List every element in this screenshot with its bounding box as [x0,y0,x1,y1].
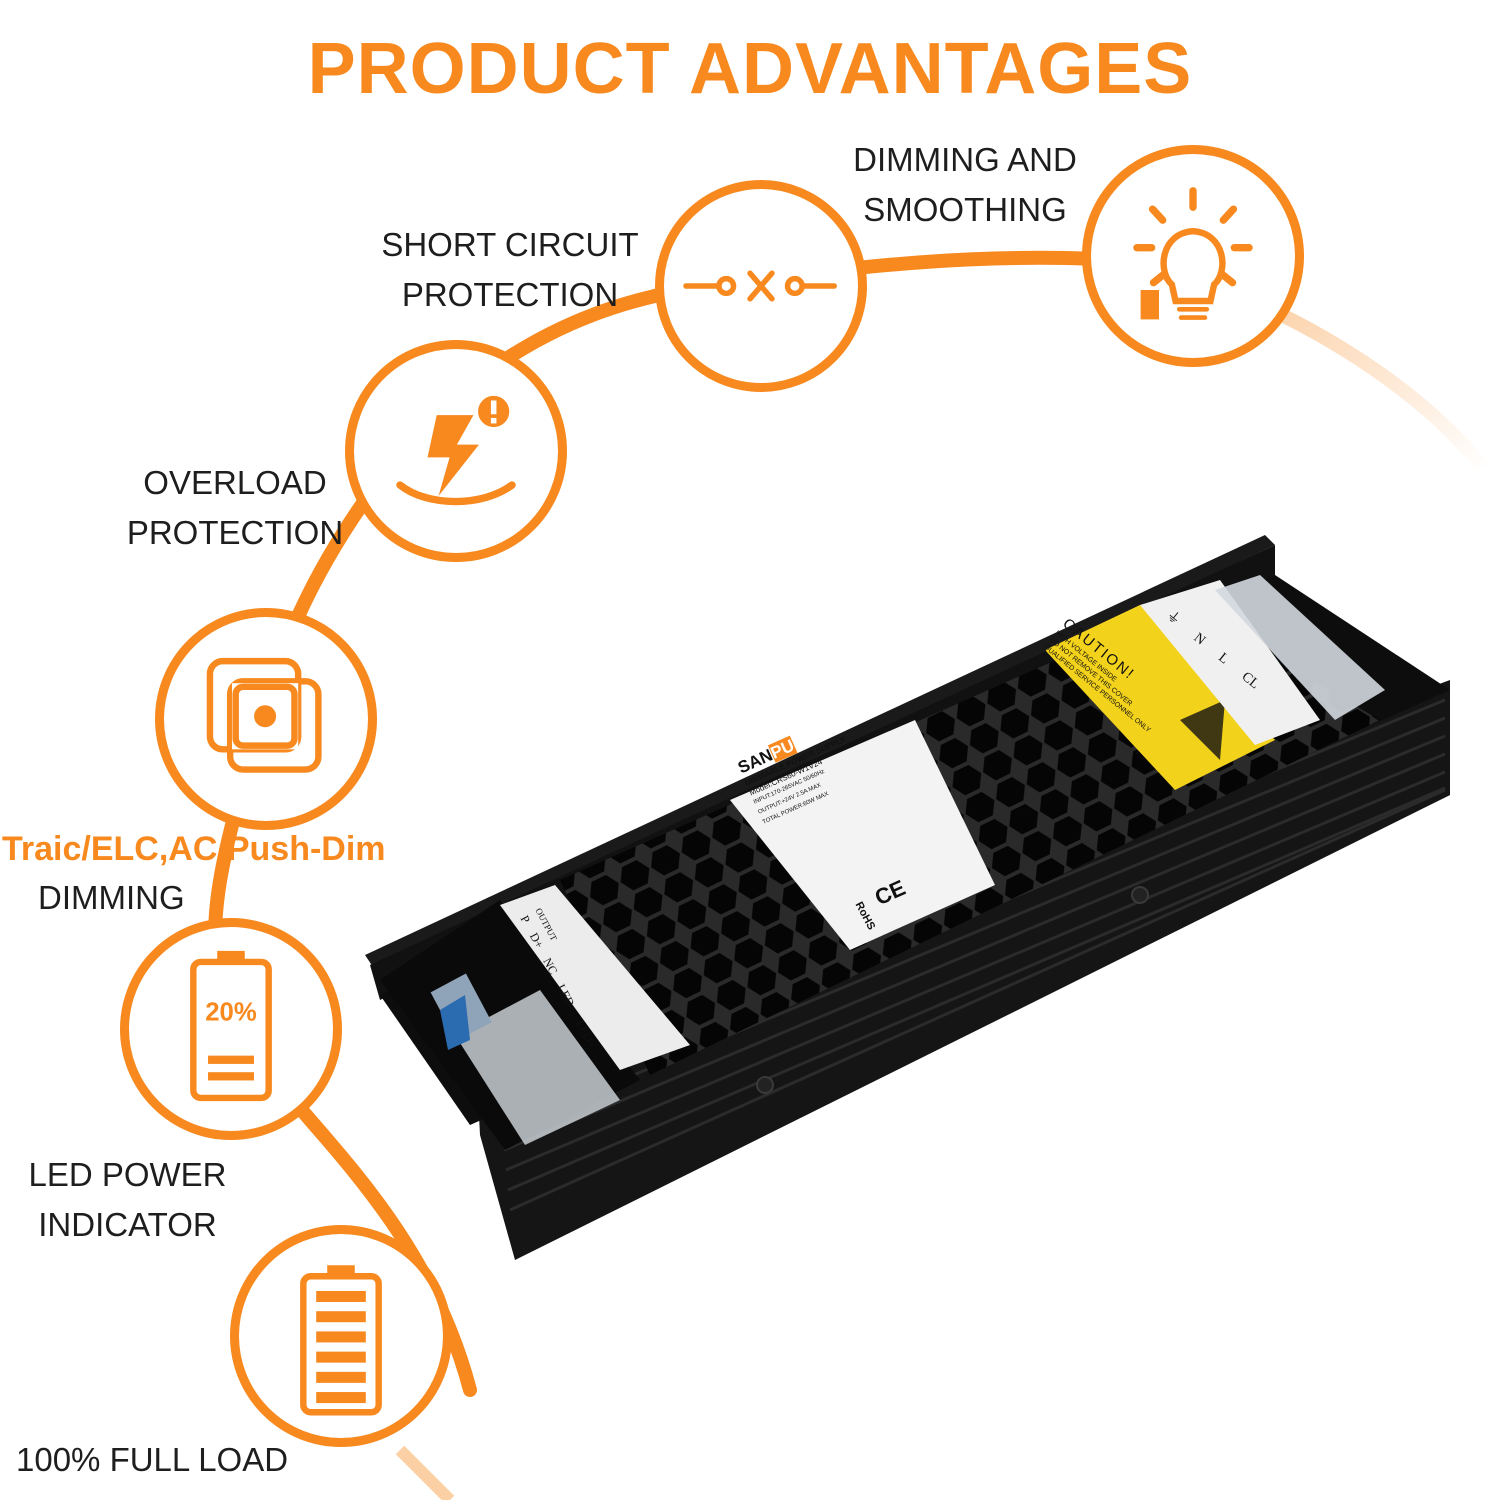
dimming-smoothing-badge [1082,145,1304,367]
dimmer-square-icon [206,657,322,773]
feature-label-led-indicator: LED POWER INDICATOR [28,1156,227,1243]
traic-dimming-badge [155,608,377,830]
feature-label-short-circuit: SHORT CIRCUIT PROTECTION [381,226,639,313]
led-indicator-badge: 20% [120,918,342,1140]
short-circuit-badge [655,180,867,392]
feature-label-full-load: 100% FULL LOAD [16,1441,289,1478]
lightning-warning-icon [396,395,516,506]
battery-full-icon [300,1265,382,1416]
page-title: PRODUCT ADVANTAGES [307,29,1193,109]
feature-label-dimming: DIMMING [38,879,185,916]
overload-badge [345,340,567,562]
battery-percent-text: 20% [205,999,257,1027]
feature-label-dimming-smoothing: DIMMING AND SMOOTHING [853,141,1077,228]
feature-label-traic: Traic/ELC,AC Push-Dim [2,830,386,868]
full-load-badge [230,1225,452,1447]
broken-switch-icon [683,270,837,302]
battery-low-icon: 20% [190,950,272,1102]
feature-label-overload: OVERLOAD PROTECTION [126,464,344,551]
light-bulb-icon [1133,187,1253,320]
